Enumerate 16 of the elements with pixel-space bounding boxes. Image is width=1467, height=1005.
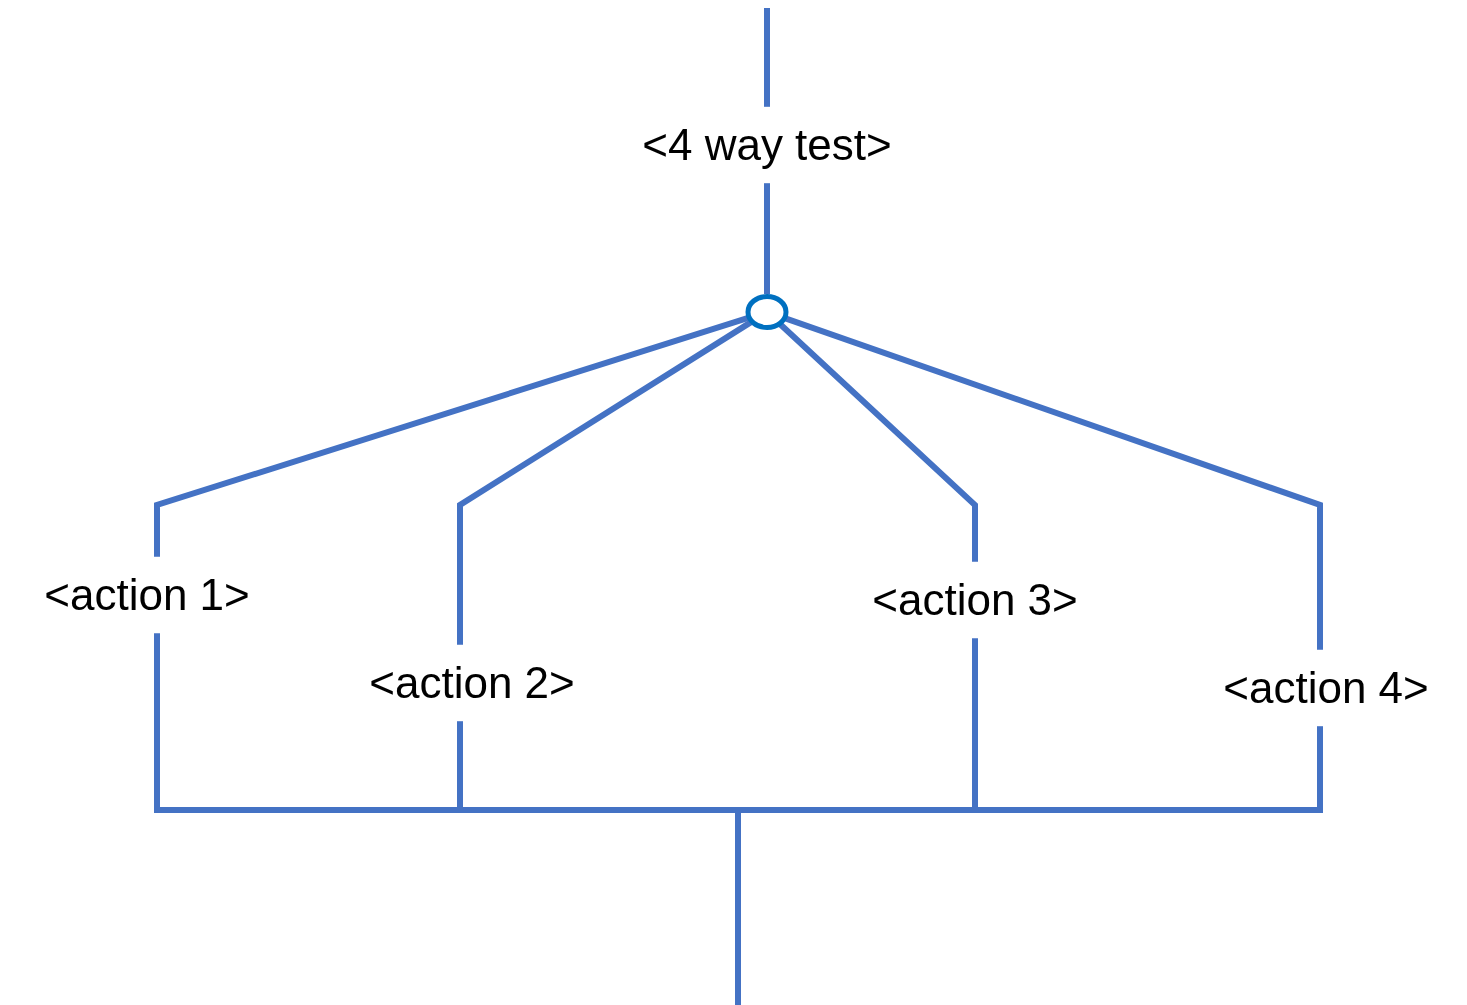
merge-bar xyxy=(154,807,1323,813)
connector-line xyxy=(457,721,463,807)
connector-line xyxy=(735,813,741,1005)
connector-line xyxy=(457,319,754,645)
connector-line xyxy=(972,638,978,807)
connector-line xyxy=(764,183,770,294)
connector-line xyxy=(764,8,770,107)
connector-line xyxy=(783,315,1323,650)
step-label: <action 2> xyxy=(369,657,575,707)
connector-line xyxy=(154,633,160,807)
step-label: <4 way test> xyxy=(642,119,892,169)
step-label: <action 4> xyxy=(1223,662,1429,712)
connector-line xyxy=(1317,726,1323,807)
step-label: <action 3> xyxy=(872,574,1078,624)
step-label: <action 1> xyxy=(44,569,250,619)
connector-line xyxy=(778,322,978,562)
